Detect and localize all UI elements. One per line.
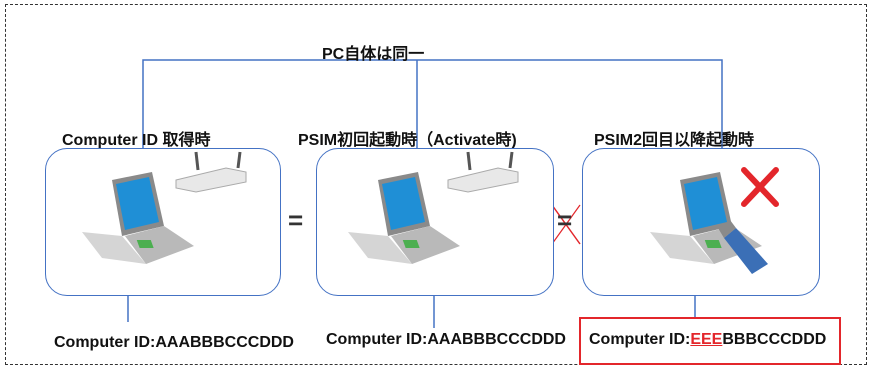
- laptop-icon: [348, 172, 460, 264]
- top-label: PC自体は同一: [322, 46, 425, 63]
- usb-dongle-icon: [718, 220, 768, 274]
- laptop-icon: [82, 172, 194, 264]
- computer-id-3: Computer ID:EEEBBBCCCDDD: [589, 331, 826, 349]
- computer-id-2: Computer ID:AAABBBCCCDDD: [326, 331, 566, 348]
- router-icon: [447, 151, 519, 193]
- computer-id-3-changed: EEE: [690, 331, 723, 348]
- computer-id-3-prefix: Computer ID:: [589, 331, 691, 348]
- column-title-1: Computer ID 取得時: [62, 132, 211, 149]
- column-title-2: PSIM初回起動時（Activate時): [298, 132, 517, 149]
- dashed-frame: [5, 4, 867, 365]
- router-icon: [175, 151, 247, 193]
- equals-sign-2: =: [557, 205, 573, 235]
- red-x-icon: [741, 167, 779, 207]
- computer-id-1: Computer ID:AAABBBCCCDDD: [54, 334, 294, 351]
- computer-id-3-rest: BBBCCCDDD: [722, 331, 827, 348]
- laptop-icon: [650, 172, 762, 264]
- changed-id-box: [579, 317, 841, 365]
- column-title-3: PSIM2回目以降起動時: [594, 132, 755, 149]
- equals-sign-1: =: [288, 205, 304, 235]
